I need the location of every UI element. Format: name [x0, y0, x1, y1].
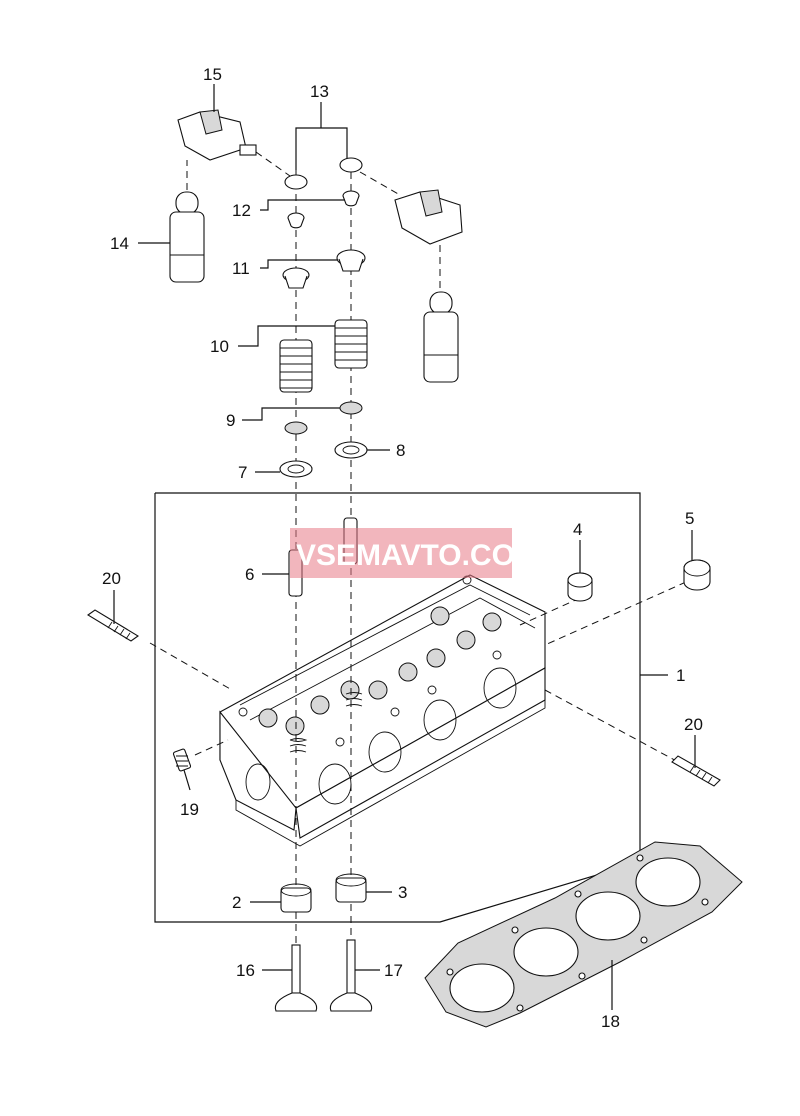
callout-14: 14 [110, 234, 129, 253]
rocker-arm-right [394, 189, 463, 245]
callout-19: 19 [180, 800, 199, 819]
callout-16: 16 [236, 961, 255, 980]
callout-12: 12 [232, 201, 251, 220]
callout-labels: 15 13 14 12 11 10 9 8 7 6 4 5 1 20 20 19… [102, 65, 703, 1031]
callout-15: 15 [203, 65, 222, 84]
callout-6: 6 [245, 565, 254, 584]
callout-1: 1 [676, 666, 685, 685]
callout-13: 13 [310, 82, 329, 101]
watermark-text: VSEMAVTO.COM [296, 539, 540, 572]
callout-9: 9 [226, 411, 235, 430]
head-gasket [424, 841, 743, 1028]
rocker-arm-left [177, 109, 257, 161]
stud-left [87, 609, 139, 642]
callout-17: 17 [384, 961, 403, 980]
valve-train-left [274, 174, 318, 1012]
callout-8: 8 [396, 441, 405, 460]
callout-2: 2 [232, 893, 241, 912]
callout-4: 4 [573, 520, 582, 539]
lash-adjuster-left [169, 191, 205, 283]
callout-11: 11 [232, 259, 250, 278]
stud-right [671, 755, 721, 787]
callout-10: 10 [210, 337, 229, 356]
centre-lines [149, 151, 687, 950]
plug-4 [567, 572, 593, 602]
plug-5 [683, 559, 711, 591]
callout-5: 5 [685, 509, 694, 528]
callout-20-right: 20 [684, 715, 703, 734]
assembly-frame [154, 492, 641, 923]
leader-lines [113, 84, 696, 1010]
lash-adjuster-right [423, 291, 459, 383]
callout-7: 7 [238, 463, 247, 482]
watermark: VSEMAVTO.COM [290, 528, 540, 578]
valve-train-right [329, 157, 373, 1012]
callout-3: 3 [398, 883, 407, 902]
callout-18: 18 [601, 1012, 620, 1031]
callout-20-left: 20 [102, 569, 121, 588]
cylinder-head [219, 574, 546, 847]
dowel-19 [172, 748, 192, 772]
